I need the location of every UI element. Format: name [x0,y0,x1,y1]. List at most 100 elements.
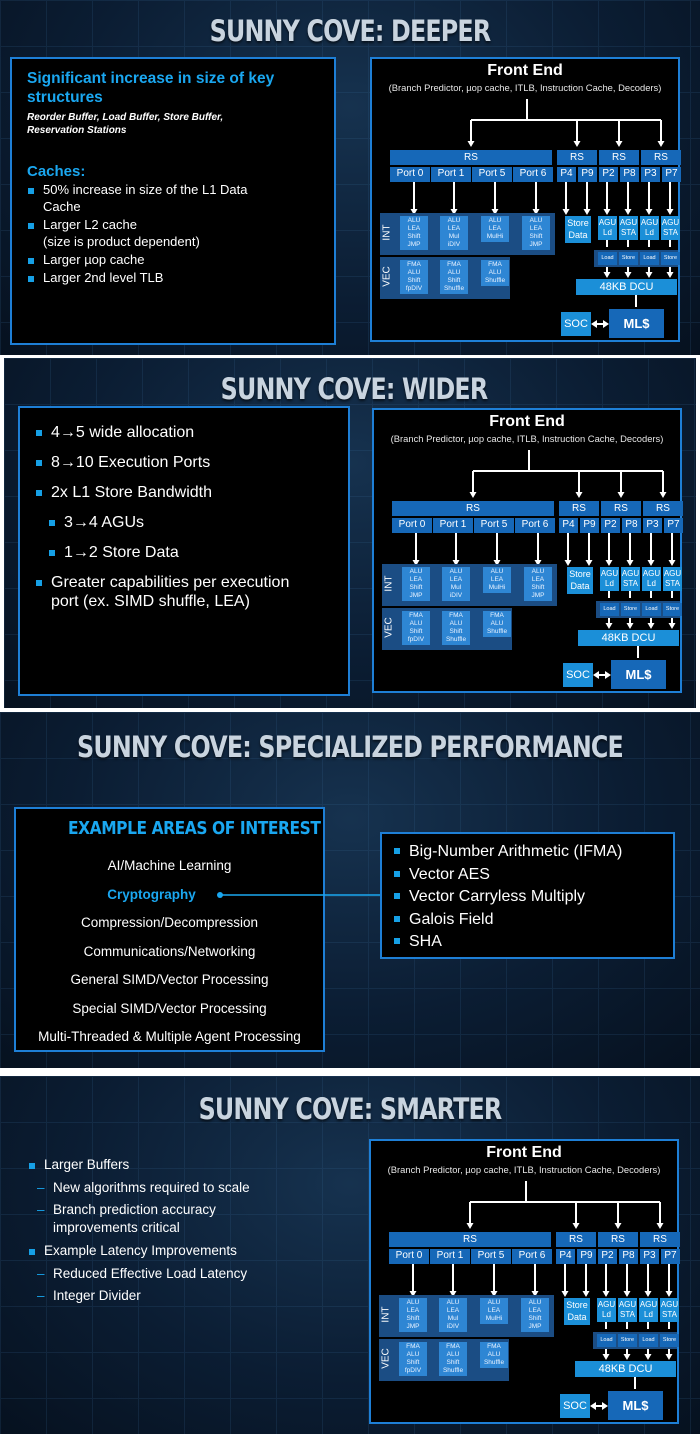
dcu-arrow [626,623,634,629]
mls-arrow [603,320,609,328]
unit-op: ALU [487,1299,501,1306]
area-item-highlighted: Cryptography [107,887,196,902]
ldst-box: Store [663,603,682,616]
ldst-box: Load [642,603,661,616]
agu-arrow [602,1291,610,1297]
caches-heading: Caches: [27,163,86,180]
unit-op: fpDIV [405,285,423,292]
rs-box: RS [556,1232,596,1247]
store-data-line: Store [567,218,589,228]
rs-arrow [657,141,665,147]
agu-line: STA [665,579,680,588]
agu-line: STA [663,228,678,237]
vec-label: VEC [383,617,395,638]
slide-wider: SUNNY COVE: WIDER 4→5 wide allocation 8→… [0,358,700,708]
unit-op: JMP [407,241,421,248]
agu-arrow [665,1291,673,1297]
unit-op: fpDIV [404,1367,422,1374]
bullet-text: Cache [43,199,81,214]
unit-op: ALU [406,1351,420,1358]
unit-op: ALU [447,217,461,224]
ldst-box: Store [621,603,640,616]
vec-label: VEC [380,1348,392,1369]
diagram-connectors [410,99,674,328]
agu-line: Ld [644,1310,653,1319]
agu-line: AGU [621,569,640,578]
unit-op: LEA [488,225,502,232]
port-label: P3 [641,167,660,182]
port-label: P3 [643,518,662,533]
agu-line: AGU [597,1300,616,1309]
agu-line: AGU [639,1300,658,1309]
slide-smarter: SUNNY COVE: SMARTER Larger Buffers New a… [0,1076,700,1434]
agu-line: STA [621,228,636,237]
unit-op: iDIV [447,241,461,248]
store-arrow [561,1291,569,1297]
area-item: AI/Machine Learning [107,858,232,873]
unit-op: Shuffle [483,1359,505,1366]
agu-arrow [644,1291,652,1297]
area-item: Special SIMD/Vector Processing [72,1001,267,1016]
slide-title: SUNNY COVE: WIDER [220,372,488,406]
port-label: Port 1 [433,518,473,533]
rs-box: RS [392,501,554,516]
rs-arrow [573,141,581,147]
agu-line: AGU [618,1300,637,1309]
divider [0,1068,700,1076]
ldst-box: Load [640,252,659,265]
list-item: 4→5 wide allocation [34,423,344,442]
connector-dot [217,892,223,898]
agu-line: AGU [661,218,680,227]
unit-arrow [493,560,501,566]
rs-box: RS [641,150,681,165]
agu-line: AGU [600,569,619,578]
front-end-title: Front End [487,62,563,79]
slide-specialized: SUNNY COVE: SPECIALIZED PERFORMANCE EXAM… [0,712,700,1068]
heading-line: Significant increase in size of key [27,70,275,87]
store-arrow [582,1291,590,1297]
sub-list-item: 3→4 AGUs [47,513,344,532]
unit-op: LEA [490,576,504,583]
list-item: SHA [392,931,672,954]
dcu-arrow [668,623,676,629]
int-label: INT [380,1306,392,1323]
port-label: Port 0 [392,518,432,533]
soc-arrow [591,320,597,328]
unit-op: MulHi [488,584,506,591]
rs-box: RS [557,150,597,165]
unit-op: LEA [531,576,545,583]
agu-line: AGU [642,569,661,578]
rs-arrow [575,492,583,498]
unit-op: FMA [487,1343,501,1350]
list-item: Larger L2 cache (size is product depende… [26,216,326,250]
agu-line: Ld [647,579,656,588]
unit-op: iDIV [446,1323,460,1330]
bullet-text: Larger 2nd level TLB [43,270,164,285]
rs-arrow [466,1223,474,1229]
port-label: Port 0 [389,1249,429,1264]
area-item: Communications/Networking [83,944,256,959]
crypto-list: Big-Number Arithmetic (IFMA) Vector AES … [392,841,672,954]
mls-box: ML$ [609,309,664,338]
dcu-box: 48KB DCU [576,279,677,295]
unit-op: LEA [409,576,423,583]
unit-op: MulHi [486,233,504,240]
front-end-subtitle: (Branch Predictor, µop cache, ITLB, Inst… [388,82,662,93]
agu-line: STA [662,1310,677,1319]
list-item: Big-Number Arithmetic (IFMA) [392,841,672,864]
ldst-box: Load [598,252,617,265]
unit-op: ALU [446,1351,460,1358]
sub-list-item: New algorithms required to scale [27,1179,347,1197]
